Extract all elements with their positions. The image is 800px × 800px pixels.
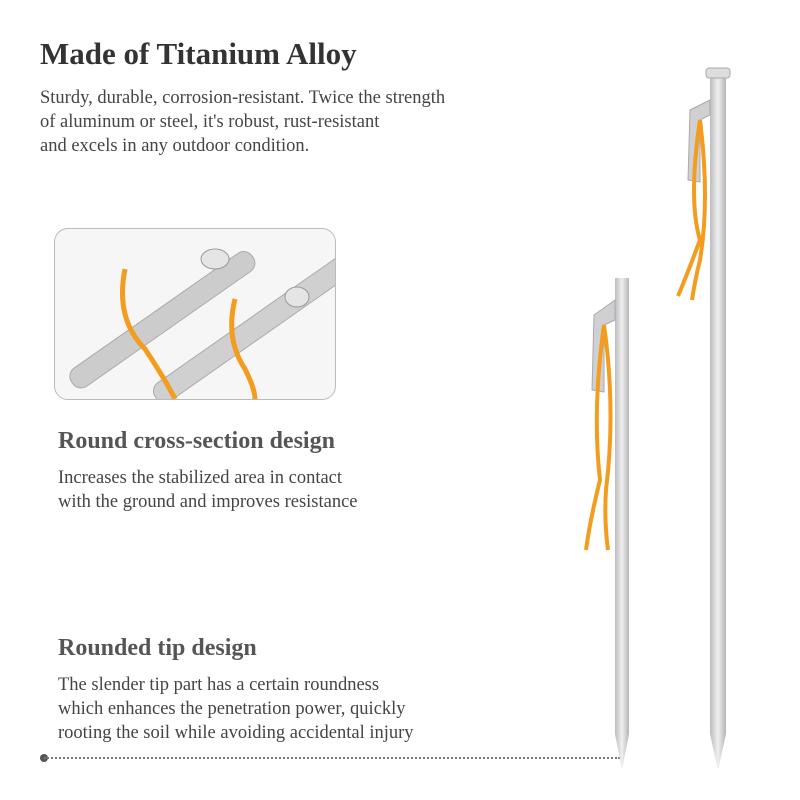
feature-text: The slender tip part has a certain round… [58, 673, 414, 745]
feature-line: with the ground and improves resistance [58, 492, 358, 512]
closeup-image [54, 228, 336, 400]
intro-line: of aluminum or steel, it's robust, rust-… [40, 112, 380, 132]
feature-line: Increases the stabilized area in contact [58, 468, 343, 488]
feature-heading: Round cross-section design [58, 428, 335, 454]
intro-line: and excels in any outdoor condition. [40, 136, 310, 156]
feature-line: rooting the soil while avoiding accident… [58, 723, 414, 743]
intro-line: Sturdy, durable, corrosion-resistant. Tw… [40, 88, 446, 108]
tent-stakes-image [584, 67, 731, 770]
feature-line: which enhances the penetration power, qu… [58, 699, 406, 719]
guide-line [44, 757, 620, 759]
feature-heading: Rounded tip design [58, 635, 257, 661]
intro-text: Sturdy, durable, corrosion-resistant. Tw… [40, 86, 445, 158]
page-title: Made of Titanium Alloy [40, 36, 357, 71]
feature-line: The slender tip part has a certain round… [58, 675, 380, 695]
feature-text: Increases the stabilized area in contact… [58, 466, 358, 514]
